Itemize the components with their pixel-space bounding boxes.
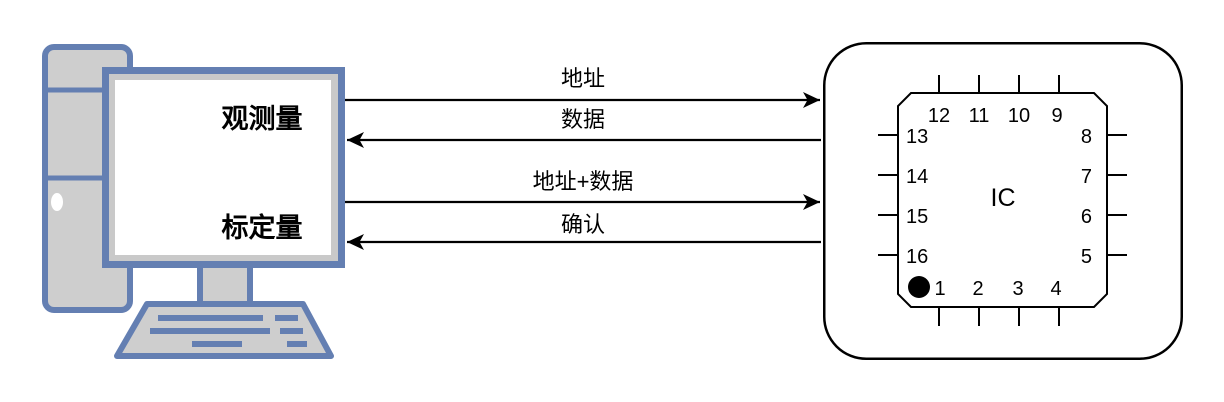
data-bus-label: 数据 [561, 107, 605, 132]
pin-number-1: 1 [934, 278, 945, 300]
address-data-bus-label: 地址+数据 [533, 169, 634, 194]
address-bus-label: 地址 [561, 66, 605, 91]
ic-chip-body [897, 92, 1108, 308]
pin-number-13: 13 [906, 126, 928, 148]
pin-number-7: 7 [1081, 166, 1092, 188]
pin-number-11: 11 [969, 105, 990, 127]
pin-number-8: 8 [1081, 126, 1092, 148]
pin1-indicator-dot [908, 276, 930, 298]
pin-number-12: 12 [928, 105, 950, 127]
calibration-quantity-label: 标定量 [222, 212, 303, 243]
monitor: 观测量 标定量 [102, 67, 345, 268]
pin-number-2: 2 [972, 278, 983, 300]
pin-number-15: 15 [906, 206, 928, 228]
pin-number-6: 6 [1081, 206, 1092, 228]
ic-label: IC [991, 184, 1016, 212]
pin-number-14: 14 [906, 166, 928, 188]
pin-number-5: 5 [1081, 246, 1092, 268]
pin-number-3: 3 [1012, 278, 1023, 300]
tower-power-button [51, 193, 63, 211]
bus-arrows [345, 92, 821, 250]
keyboard [114, 301, 334, 359]
pin-number-9: 9 [1051, 105, 1062, 127]
acknowledge-bus-label: 确认 [561, 212, 605, 237]
ic-module: 12 11 10 9 13 14 15 16 8 7 6 5 1 2 3 4 I… [823, 42, 1183, 360]
monitor-screen [115, 80, 331, 255]
pin-number-16: 16 [906, 246, 928, 268]
ic-pin-leads [878, 75, 1127, 326]
pin-number-10: 10 [1008, 105, 1030, 127]
observed-quantity-label: 观测量 [222, 104, 303, 134]
pin-number-4: 4 [1050, 278, 1061, 300]
